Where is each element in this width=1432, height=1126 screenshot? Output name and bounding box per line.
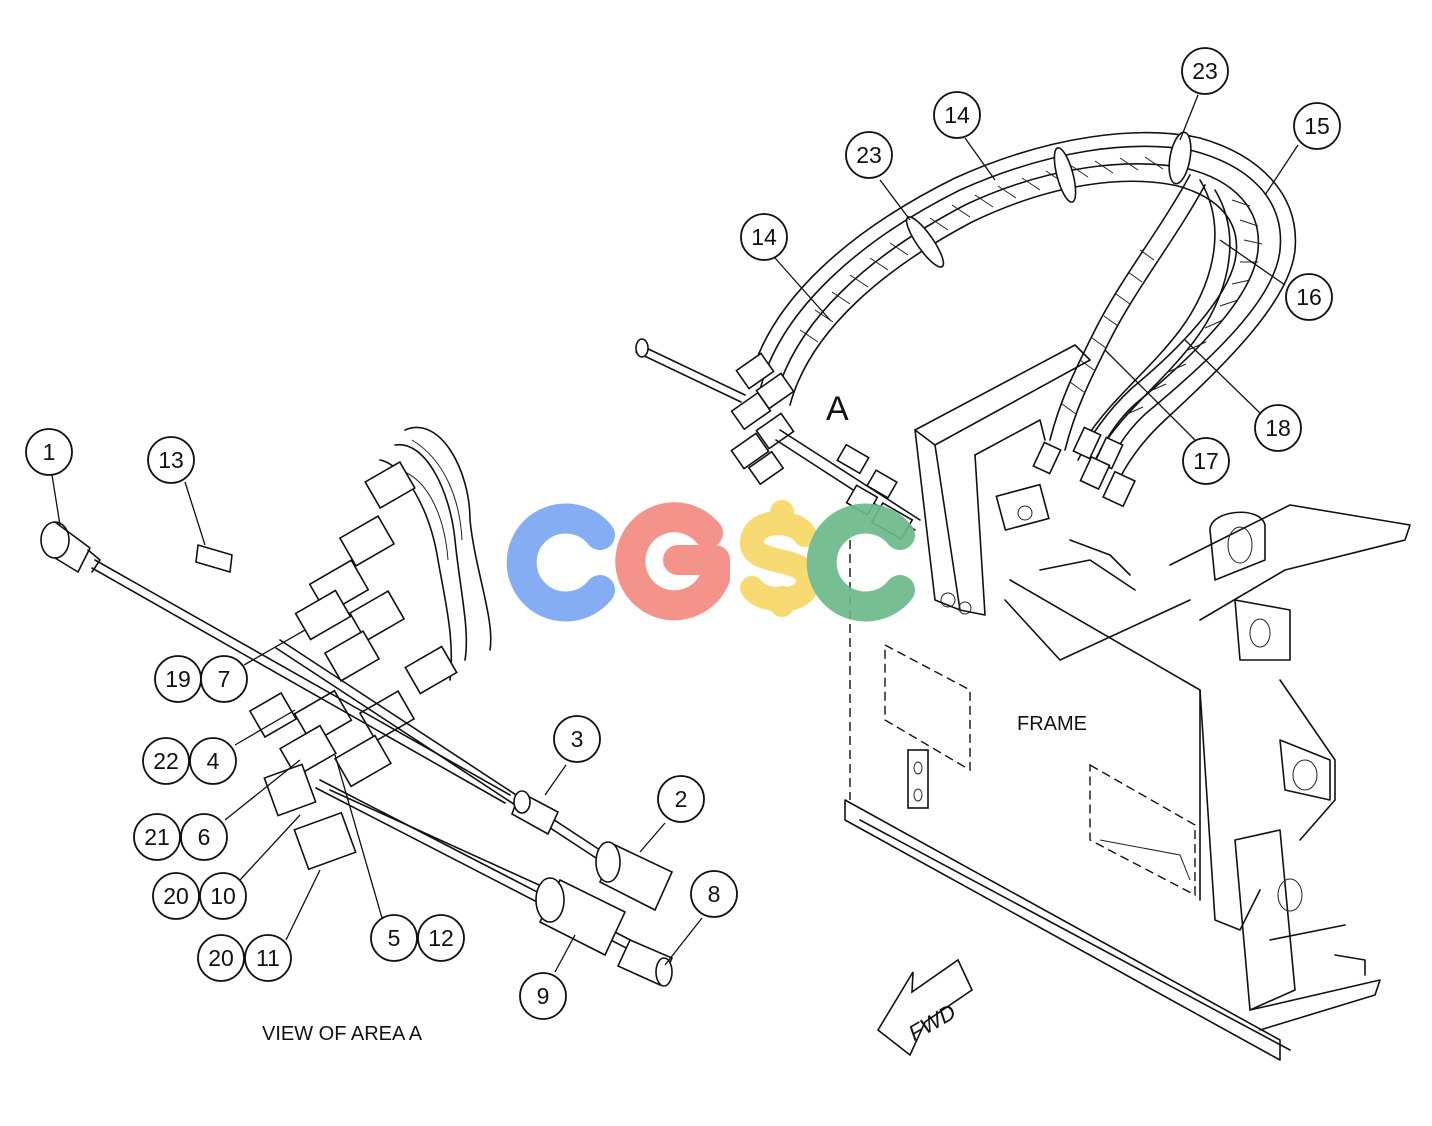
callout-23-b: 23 <box>1181 47 1229 95</box>
callout-13: 13 <box>147 436 195 484</box>
callout-12: 12 <box>417 914 465 962</box>
svg-text:13: 13 <box>158 447 184 473</box>
right-fitting-cluster <box>1032 426 1136 508</box>
part-3-sensor <box>511 790 560 836</box>
callout-9: 9 <box>519 972 567 1020</box>
svg-text:20: 20 <box>163 883 189 909</box>
part-9-sensor <box>535 877 627 957</box>
frame-label: FRAME <box>1017 713 1087 735</box>
view-of-area-a-label: VIEW OF AREA A <box>262 1023 423 1045</box>
callout-16: 16 <box>1285 273 1333 321</box>
callout-18: 18 <box>1254 404 1302 452</box>
svg-text:21: 21 <box>144 824 170 850</box>
watermark-letter-g <box>615 502 730 621</box>
svg-text:4: 4 <box>207 748 220 774</box>
svg-text:15: 15 <box>1304 113 1330 139</box>
callout-21: 21 <box>133 813 181 861</box>
callout-4: 4 <box>189 737 237 785</box>
area-a-detail-drawing <box>40 426 674 987</box>
callout-8: 8 <box>690 870 738 918</box>
svg-text:8: 8 <box>708 881 721 907</box>
svg-text:16: 16 <box>1296 284 1322 310</box>
callout-3: 3 <box>553 715 601 763</box>
svg-text:23: 23 <box>856 142 882 168</box>
clamp-2 <box>1053 147 1077 203</box>
callout-10: 10 <box>199 872 247 920</box>
area-a-label: A <box>826 390 849 428</box>
callout-11: 11 <box>244 934 292 982</box>
svg-text:20: 20 <box>208 945 234 971</box>
callout-14-a: 14 <box>740 213 788 261</box>
svg-text:7: 7 <box>218 666 231 692</box>
callout-22: 22 <box>142 737 190 785</box>
svg-text:19: 19 <box>165 666 191 692</box>
svg-text:12: 12 <box>428 925 454 951</box>
callout-20-b: 20 <box>197 934 245 982</box>
part-8-plug <box>616 938 674 987</box>
callout-2: 2 <box>657 775 705 823</box>
fwd-arrow <box>876 958 974 1057</box>
callout-19: 19 <box>154 655 202 703</box>
svg-text:22: 22 <box>153 748 179 774</box>
callout-23-a: 23 <box>845 131 893 179</box>
svg-text:9: 9 <box>537 983 550 1009</box>
frame-drawing <box>844 344 1411 1061</box>
watermark-letter-s <box>739 500 821 617</box>
callout-20-a: 20 <box>152 872 200 920</box>
svg-text:17: 17 <box>1193 448 1219 474</box>
callout-1: 1 <box>25 428 73 476</box>
callout-7: 7 <box>200 655 248 703</box>
callout-6: 6 <box>180 813 228 861</box>
watermark-letter-c1 <box>506 503 615 622</box>
callout-5: 5 <box>370 914 418 962</box>
callout-14-b: 14 <box>933 91 981 139</box>
part-2-sensor <box>595 841 674 912</box>
leader-lines <box>51 94 1299 973</box>
svg-text:23: 23 <box>1192 58 1218 84</box>
svg-text:1: 1 <box>43 439 56 465</box>
svg-text:14: 14 <box>944 102 970 128</box>
watermark-letter-c2 <box>806 503 915 622</box>
watermark <box>506 500 915 622</box>
clamp-1 <box>905 216 945 268</box>
svg-text:5: 5 <box>388 925 401 951</box>
part-13-plate <box>195 544 233 573</box>
callout-17: 17 <box>1182 437 1230 485</box>
part-1-connector <box>40 521 101 573</box>
callout-15: 15 <box>1293 102 1341 150</box>
svg-text:14: 14 <box>751 224 777 250</box>
svg-text:18: 18 <box>1265 415 1291 441</box>
svg-text:11: 11 <box>256 945 280 971</box>
svg-text:3: 3 <box>571 726 584 752</box>
svg-text:10: 10 <box>210 883 236 909</box>
svg-text:6: 6 <box>198 824 211 850</box>
clamp-3 <box>1168 131 1192 185</box>
svg-text:2: 2 <box>675 786 688 812</box>
